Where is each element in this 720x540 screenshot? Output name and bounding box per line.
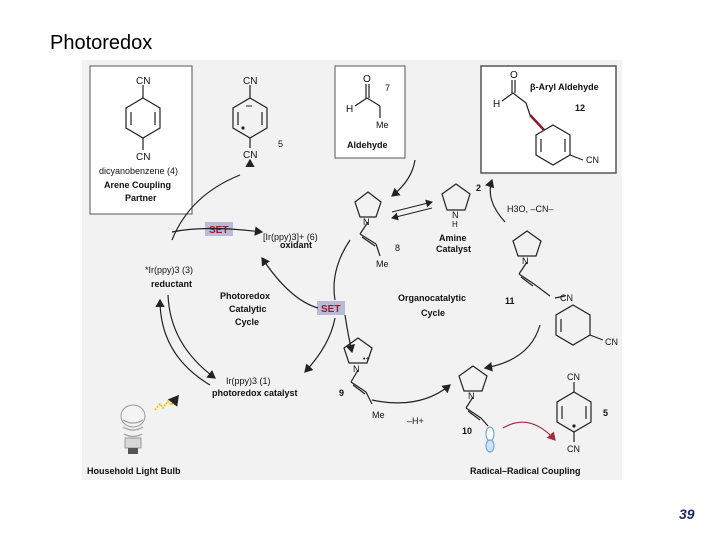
methyl-label: Me [372,410,385,420]
aldehyde-box [334,65,406,159]
light-bulb-icon [120,404,146,454]
nitrogen-label: N [468,391,475,401]
radical-coupling-label: Radical–Radical Coupling [470,466,581,476]
cn-label: CN [243,150,257,161]
compound-number: 5 [278,139,283,149]
cn-label: CN [567,372,580,382]
partner-label: Partner [125,193,157,203]
catalytic-label: Catalytic [229,304,267,314]
amine-catalyst-structure [441,183,471,211]
allyl-radical-structure [458,365,495,453]
light-rays [154,394,179,411]
oxidant-label: oxidant [280,240,312,250]
compound-number: 2 [476,183,481,193]
aldehyde-structure [354,84,381,118]
cn-label: CN [560,293,573,303]
arene-partner-box [89,65,193,215]
page-number: 39 [679,506,695,522]
ir-ground-species: Ir(ppy)3 (1) [226,376,271,386]
light-bulb-label: Household Light Bulb [87,466,181,476]
radical-anion-structure [232,85,268,148]
cn-label: CN [586,155,599,165]
nitrogen-label: N [522,256,529,266]
cn-label: CN [136,76,150,87]
oxygen-label: O [363,74,371,85]
set-label: SET [209,225,228,236]
cycle-arrow [155,298,211,386]
ir-excited-species: *Ir(ppy)3 (3) [145,265,193,275]
nitrogen-label: N [363,217,370,227]
deprotonation-label: –H+ [407,416,424,426]
ir-iv-species: [Ir(ppy)3]+ (6) [263,232,318,242]
compound-number: 10 [462,426,472,436]
arene-coupling-label: Arene Coupling [104,180,171,190]
photoredox-cycle-label: Photoredox [220,291,270,301]
equilibrium-arrow [391,207,433,221]
oxygen-label: O [510,70,518,81]
hydrogen-label: H [452,220,458,229]
radical-dot [572,424,576,428]
aryl-aldehyde-structure [501,80,584,166]
aryl-aldehyde-box [480,65,617,174]
set-label: SET [321,304,340,315]
radical-cation-charge: •+ [363,356,370,363]
compound-number: 11 [505,296,515,306]
hydrogen-label: H [346,104,353,115]
photoredox-catalyst-label: photoredox catalyst [212,388,298,398]
cycle-arrow [344,314,356,354]
new-bond-highlight [529,114,545,131]
cycle-arrow [391,159,416,197]
reductant-label: reductant [151,279,192,289]
cn-label: CN [567,444,580,454]
compound-number: 7 [385,83,390,93]
enamine-structure [354,191,382,257]
methyl-label: Me [376,259,389,269]
radical-cation-structure [343,337,373,405]
coupling-arrow [502,421,556,441]
dicyanobenzene-label: dicyanobenzene (4) [99,166,178,176]
compound-number: 12 [575,103,585,113]
dicyanobenzene-structure [125,85,161,150]
cycle-label: Cycle [421,308,445,318]
cycle-arrow [485,178,506,223]
aryl-adduct-structure [512,230,604,346]
cn-label: CN [136,152,150,163]
cn-label: CN [243,76,257,87]
cycle-label: Cycle [235,317,259,327]
cycle-arrow [304,317,336,373]
compound-number: 8 [395,243,400,253]
cycle-arrow [483,324,541,372]
hydrolysis-label: H3O, –CN– [507,204,554,214]
compound-number: 9 [339,388,344,398]
cycle-arrow [167,294,216,379]
nitrogen-label: N [452,210,459,220]
amine-catalyst-label: Amine [439,233,467,243]
catalyst-label: Catalyst [436,244,471,254]
cycle-arrow [171,226,264,236]
nitrogen-label: N [353,364,360,374]
cycle-arrow [371,384,451,404]
cycle-arrow [261,257,319,309]
organocatalytic-cycle-label: Organocatalytic [398,293,466,303]
set-badge [317,301,345,315]
cn-label: CN [605,337,618,347]
radical-anion-structure [556,382,592,442]
equilibrium-arrow [391,199,433,213]
compound-number: 5 [603,408,608,418]
radical-dot [241,126,245,130]
cycle-arrow [333,239,351,301]
aryl-aldehyde-label: β-Aryl Aldehyde [530,82,599,92]
aldehyde-label: Aldehyde [347,140,388,150]
slide-title: Photoredox [50,32,153,54]
hydrogen-label: H [493,99,500,110]
methyl-label: Me [376,120,389,130]
